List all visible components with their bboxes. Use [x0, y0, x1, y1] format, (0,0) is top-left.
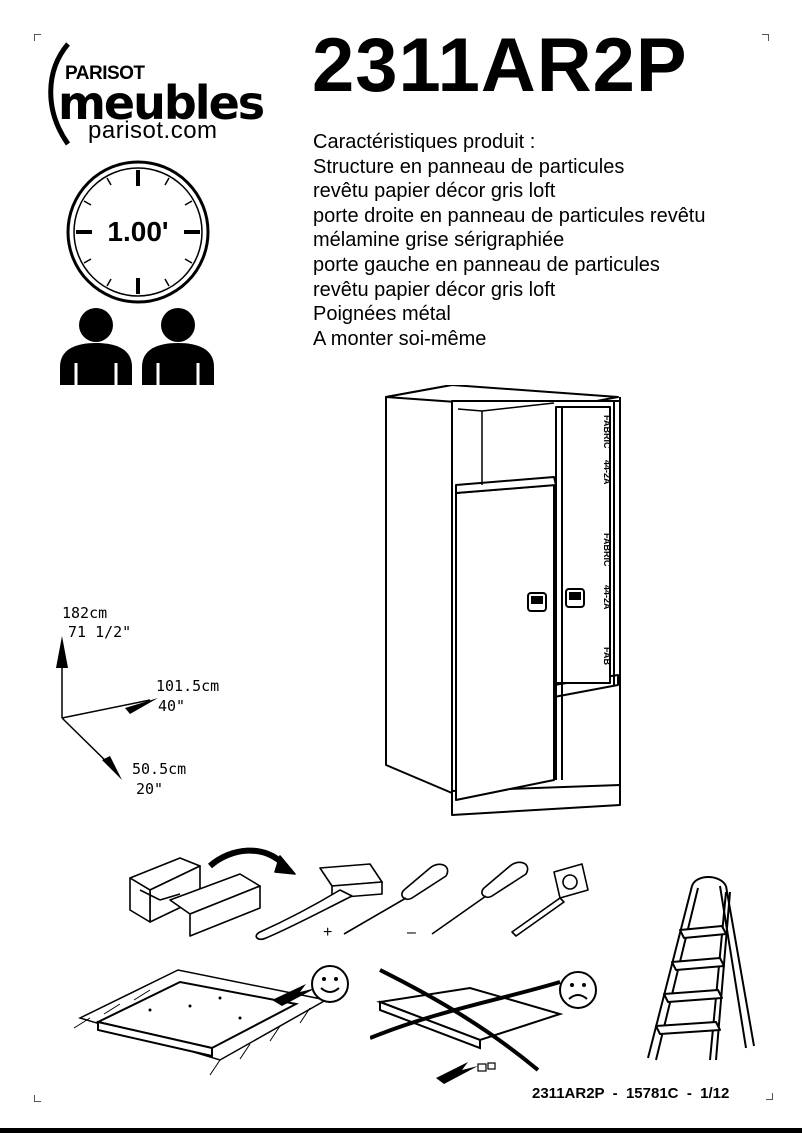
tape-measure-icon [511, 863, 589, 937]
plus-sign: + [323, 924, 333, 941]
crop-mark-top-left [34, 34, 41, 41]
document-footer: 2311AR2P - 15781C - 1/12 [532, 1085, 730, 1102]
feature-line: Caractéristiques produit : [313, 131, 536, 153]
persons-required [56, 305, 226, 392]
screwdriver-minus-icon [431, 861, 529, 935]
feature-line: porte gauche en panneau de particules [313, 253, 660, 276]
panel-print: FABRIC [602, 533, 612, 567]
crop-mark-bottom-left [34, 1095, 41, 1102]
height-arrow-icon [56, 636, 68, 668]
feature-line: Poignées métal [313, 303, 451, 326]
no-hard-floor-illustration [370, 968, 597, 1084]
logo-swoosh-icon [48, 42, 71, 146]
toolbox-icon [129, 857, 261, 937]
height-in: 71 1/2" [68, 623, 132, 641]
pointer-arrow-icon [272, 984, 316, 1006]
clock-icon: 1.00' [66, 160, 210, 304]
two-persons-icon [60, 308, 214, 385]
wardrobe-illustration: FABRIC 44-2A FABRIC 44-2A FAB [385, 385, 621, 816]
sad-face-icon [559, 971, 597, 1009]
logo-url: parisot.com [88, 117, 218, 144]
panel-print: 44-2A [602, 585, 612, 610]
feature-line: revêtu papier décor gris loft [313, 278, 556, 301]
assembly-time: 1.00' [107, 216, 168, 247]
feature-line: Structure en panneau de particules [313, 155, 625, 178]
panel-print: FAB [602, 647, 612, 666]
width-arrow-icon [125, 698, 158, 714]
panel-print: 44-2A [602, 460, 612, 485]
feature-line: mélamine grise sérigraphiée [313, 229, 565, 252]
feature-line: revêtu papier décor gris loft [313, 180, 556, 203]
happy-face-icon [311, 965, 349, 1003]
height-cm: 182cm [62, 604, 108, 622]
curved-arrow-icon [207, 847, 288, 869]
crop-mark-top-right [762, 34, 769, 41]
feature-line: porte droite en panneau de particules re… [313, 204, 706, 227]
feature-line: A monter soi-même [313, 327, 487, 350]
width-cm: 101.5cm [156, 677, 220, 695]
tools-illustration [129, 847, 589, 941]
depth-in: 20" [136, 780, 164, 798]
pointer-arrow-icon [436, 1062, 478, 1084]
crop-mark-bottom-right [766, 1093, 773, 1100]
product-code-title: 2311AR2P [312, 23, 688, 108]
logo-brand-top: PARISOT [65, 63, 145, 84]
depth-arrow-icon [102, 756, 122, 780]
bottom-border [0, 1128, 802, 1133]
step-ladder-icon [647, 876, 755, 1061]
width-in: 40" [158, 697, 186, 715]
carpet-protection-illustration [73, 965, 349, 1076]
logo-brand-main: meubles [58, 76, 265, 130]
product-features: Caractéristiques produit : Structure en … [313, 130, 706, 351]
minus-sign: – [407, 924, 416, 941]
depth-cm: 50.5cm [132, 760, 187, 778]
panel-print: FABRIC [602, 415, 612, 449]
dimensions-diagram [56, 636, 158, 780]
hammer-icon [255, 863, 383, 941]
screwdriver-plus-icon [343, 863, 449, 935]
